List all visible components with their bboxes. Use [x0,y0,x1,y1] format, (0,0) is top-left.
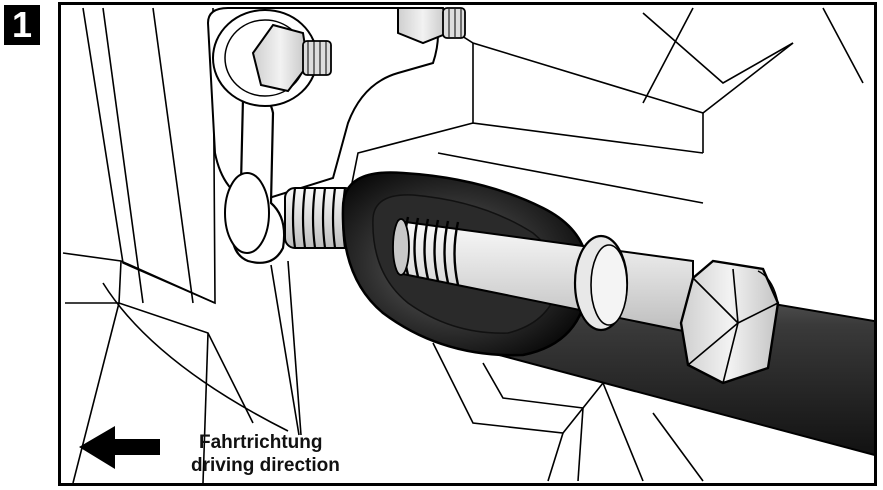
step-number-badge: 1 [4,5,40,45]
driving-direction-label-english: driving direction [191,455,340,476]
housing-outline [62,7,864,483]
link-boss [224,172,270,254]
mechanical-drawing [62,7,874,483]
top-left-nut [212,9,332,107]
washer [573,234,629,332]
driving-direction-label-german: Fahrtrichtung [199,432,323,453]
leader-lines [102,260,302,436]
hex-nut [679,259,780,385]
arrow-left-icon [79,426,160,469]
top-right-nut [397,7,466,45]
illustration-frame [58,2,877,486]
bolt-thread [403,216,460,286]
